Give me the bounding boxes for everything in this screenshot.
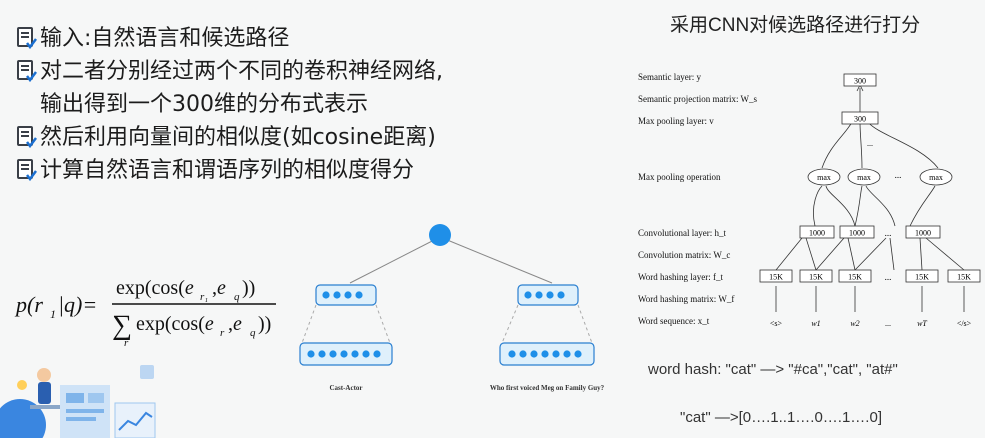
output-node — [429, 224, 451, 246]
ellipsis: ... — [867, 139, 873, 148]
ellipsis: ... — [885, 272, 892, 282]
bullet-text: 对二者分别经过两个不同的卷积神经网络, — [40, 59, 443, 84]
bullet-item: 对二者分别经过两个不同的卷积神经网络, — [14, 55, 614, 88]
conv-box — [839, 225, 875, 239]
svg-text:1: 1 — [50, 307, 56, 321]
similarity-formula: p(r 1 |q)= exp(cos(e r₁ ,e q )) ∑ r exp(… — [14, 277, 276, 348]
bullet-item: 然后利用向量间的相似度(如cosine距离) — [14, 121, 614, 154]
svg-text:r: r — [220, 327, 225, 339]
hash-box — [799, 269, 833, 283]
word-token: wT — [917, 319, 927, 328]
bullet-text: 计算自然语言和谓语序列的相似度得分 — [40, 158, 415, 183]
svg-text:exp(cos(e: exp(cos(e — [136, 313, 214, 335]
word-token: <s> — [770, 319, 783, 328]
bullet-text: 然后利用向量间的相似度(如cosine距离) — [40, 125, 436, 150]
svg-text:,e: ,e — [212, 277, 226, 299]
max-pool-box — [841, 111, 879, 125]
svg-text:p(r: p(r — [14, 292, 43, 317]
word-hash-example: word hash: "cat" —> "#ca","cat", "at#" — [648, 361, 898, 378]
word-token: ... — [885, 319, 891, 328]
cnn-architecture-diagram: Semantic layer: y Semantic projection ma… — [638, 72, 981, 328]
semantic-value: 300 — [854, 77, 866, 86]
layer-label-word-hash-matrix: Word hashing matrix: W_f — [638, 294, 734, 304]
bullet-continuation: 输出得到一个300维的分布式表示 — [14, 88, 614, 121]
bullet-item: 输入:自然语言和候选路径 — [14, 22, 614, 55]
svg-text:q: q — [234, 291, 240, 303]
conv-value: 1000 — [849, 229, 865, 238]
svg-text:,e: ,e — [228, 313, 242, 335]
svg-text:|q)=: |q)= — [58, 292, 97, 317]
layer-label-word-hash: Word hashing layer: f_t — [638, 272, 724, 282]
hash-box — [759, 269, 793, 283]
max-node — [847, 168, 881, 186]
svg-text:exp(cos(e: exp(cos(e — [116, 277, 194, 299]
word-token: w2 — [850, 319, 859, 328]
hash-box — [838, 269, 872, 283]
ellipsis: ... — [895, 170, 902, 180]
word-token: w1 — [811, 319, 820, 328]
cnn-title: 采用CNN对候选路径进行打分 — [670, 15, 921, 36]
document-check-icon — [17, 126, 37, 149]
layer-label-conv: Convolutional layer: h_t — [638, 228, 726, 238]
word-vector-example: "cat" —>[0….1..1….0….1….0] — [680, 409, 882, 426]
max-node-label: max — [857, 173, 871, 182]
bullet-item: 计算自然语言和谓语序列的相似度得分 — [14, 154, 614, 187]
conv-value: 1000 — [915, 229, 931, 238]
right-caption: Who first voiced Meg on Family Guy? — [490, 384, 605, 392]
hash-value: 15K — [769, 273, 783, 282]
pool-value: 300 — [854, 115, 866, 124]
document-check-icon — [17, 27, 37, 50]
conv-box — [905, 225, 941, 239]
siamese-network-diagram: Cast-Actor Who first voiced Meg on Famil… — [299, 224, 605, 392]
hash-box — [905, 269, 939, 283]
layer-label-conv-matrix: Convolution matrix: W_c — [638, 250, 730, 260]
conv-box — [799, 225, 835, 239]
conv-value: 1000 — [809, 229, 825, 238]
hash-value: 15K — [848, 273, 862, 282]
hash-value: 15K — [915, 273, 929, 282]
layer-label-max-pool: Max pooling layer: v — [638, 116, 714, 126]
svg-text:)): )) — [258, 313, 271, 335]
decorative-illustration — [0, 365, 156, 438]
word-token: </s> — [957, 319, 972, 328]
hash-box — [947, 269, 981, 283]
layer-label-word-seq: Word sequence: x_t — [638, 316, 710, 326]
bullet-list: 输入:自然语言和候选路径 对二者分别经过两个不同的卷积神经网络, 输出得到一个3… — [14, 22, 614, 187]
document-check-icon — [17, 159, 37, 182]
max-node — [919, 168, 953, 186]
layer-label-semantic-proj: Semantic projection matrix: W_s — [638, 94, 758, 104]
max-node — [807, 168, 841, 186]
hash-value: 15K — [809, 273, 823, 282]
document-check-icon — [17, 60, 37, 83]
svg-text:)): )) — [242, 277, 255, 299]
ellipsis: ... — [885, 228, 892, 238]
bullet-text: 输入:自然语言和候选路径 — [40, 26, 290, 51]
layer-label-semantic: Semantic layer: y — [638, 72, 701, 82]
hash-value: 15K — [957, 273, 971, 282]
semantic-box — [843, 73, 877, 87]
left-caption: Cast-Actor — [329, 384, 362, 392]
svg-text:q: q — [250, 327, 256, 339]
max-node-label: max — [817, 173, 831, 182]
layer-label-max-pool-op: Max pooling operation — [638, 172, 721, 182]
max-node-label: max — [929, 173, 943, 182]
svg-text:r₁: r₁ — [200, 291, 208, 303]
svg-text:∑: ∑ — [112, 310, 132, 341]
bullet-text: 输出得到一个300维的分布式表示 — [40, 92, 368, 117]
svg-text:r: r — [124, 337, 129, 348]
